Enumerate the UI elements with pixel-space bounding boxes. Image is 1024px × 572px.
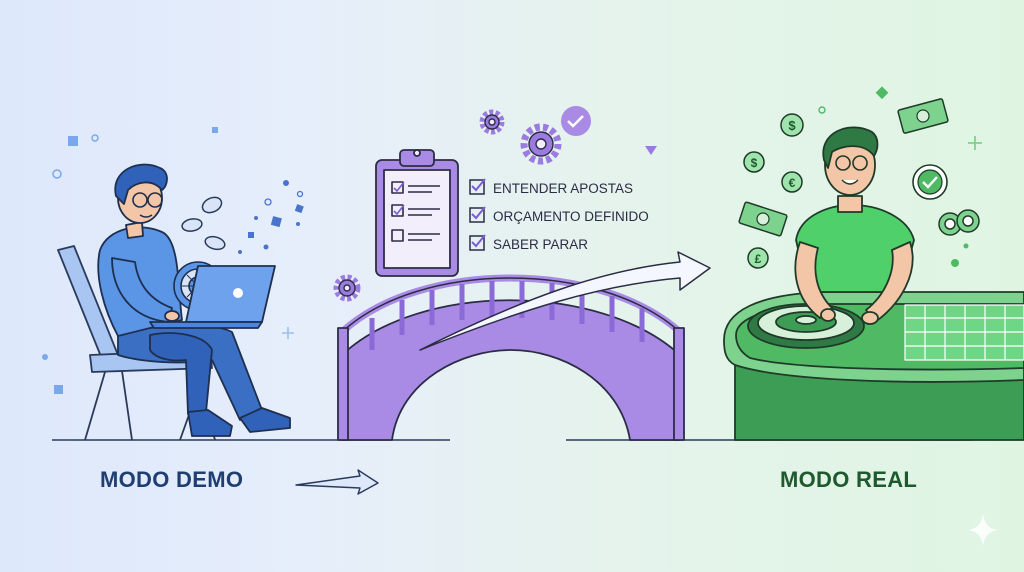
gear-icon (479, 109, 505, 135)
dollar-coin-icon: $ (780, 113, 804, 137)
checklist-item-1-label: ENTENDER APOSTAS (493, 181, 633, 196)
svg-text:$: $ (751, 156, 758, 170)
real-player-figure (794, 126, 915, 325)
demo-player-figure (97, 163, 291, 437)
svg-text:€: € (789, 176, 796, 190)
checklist: ENTENDER APOSTAS ORÇAMENTO DEFINIDO SABE… (469, 178, 649, 252)
svg-text:£: £ (755, 252, 762, 266)
roulette-table (723, 291, 1024, 441)
poker-chip-icon (912, 164, 948, 200)
sparkle-icon (968, 514, 998, 546)
real-mode-label: MODO REAL (780, 467, 918, 492)
dollar-coin-icon: $ (743, 151, 765, 173)
banknote-icon (738, 201, 788, 237)
demo-mode-label: MODO DEMO (100, 467, 244, 492)
arrow-right-icon (295, 469, 379, 495)
check-circle-icon (561, 106, 591, 136)
laptop-icon (149, 265, 276, 329)
bridge (337, 274, 685, 441)
flying-coins (181, 196, 226, 251)
poker-chip-icon (938, 209, 980, 236)
checklist-item-1: ENTENDER APOSTAS (469, 178, 633, 196)
checklist-item-2: ORÇAMENTO DEFINIDO (469, 206, 649, 224)
decorative-dots-left (42, 127, 304, 394)
euro-coin-icon: € (781, 171, 803, 193)
gear-icon (333, 274, 361, 302)
svg-text:$: $ (788, 118, 796, 133)
checklist-item-2-label: ORÇAMENTO DEFINIDO (493, 209, 649, 224)
checklist-item-3-label: SABER PARAR (493, 237, 588, 252)
clipboard-icon (375, 149, 459, 277)
checklist-item-3: SABER PARAR (469, 234, 588, 252)
pound-coin-icon: £ (747, 247, 769, 269)
arrow-right-icon (419, 251, 711, 351)
triangle-decoration (645, 146, 657, 155)
banknote-icon (897, 98, 949, 134)
gear-icon (520, 123, 562, 165)
